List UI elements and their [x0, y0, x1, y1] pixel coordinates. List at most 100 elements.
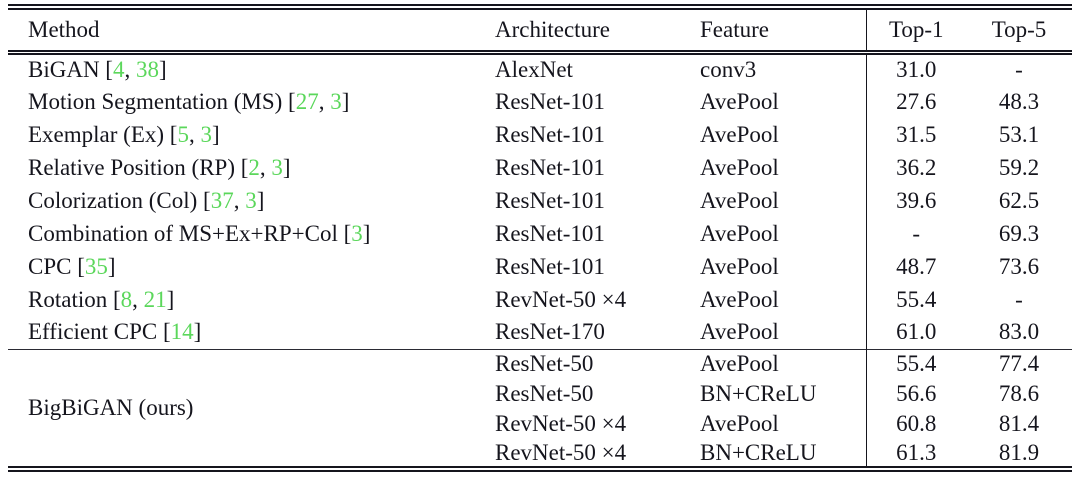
table-row: Motion Segmentation (MS) [27, 3] ResNet-…	[8, 85, 1072, 118]
table-row: BiGAN [4, 38] AlexNet conv3 31.0 -	[8, 52, 1072, 85]
table-row: RevNet-50 ×4 BN+CReLU 61.3 81.9	[8, 439, 1072, 469]
citation-link[interactable]: 27	[295, 88, 319, 114]
method-text: ]	[107, 253, 116, 279]
table-row: Colorization (Col) [37, 3] ResNet-101 Av…	[8, 184, 1072, 217]
feature-cell: AvePool	[700, 319, 779, 345]
feature-cell: AvePool	[700, 286, 779, 312]
top1-cell: 55.4	[865, 283, 966, 316]
top5-cell: 73.6	[998, 253, 1040, 279]
method-text: CPC [	[28, 253, 85, 279]
citation-link[interactable]: 37	[210, 187, 234, 213]
method-text: ,	[188, 121, 201, 147]
method-text: ,	[259, 154, 272, 180]
method-cell: Exemplar (Ex) [5, 3]	[8, 118, 495, 151]
table-row: Efficient CPC [14] ResNet-170 AvePool 61…	[8, 316, 1072, 349]
method-cell: Colorization (Col) [37, 3]	[8, 184, 495, 217]
top1-cell: 61.0	[865, 316, 966, 349]
top5-cell: 69.3	[998, 220, 1040, 246]
architecture-cell: ResNet-101	[495, 154, 605, 180]
method-text: ]	[362, 220, 371, 246]
method-text: Rotation [	[28, 286, 121, 312]
top1-cell: 61.3	[865, 439, 966, 469]
top1-cell: 56.6	[865, 379, 966, 409]
top1-cell: -	[865, 217, 966, 250]
architecture-cell: AlexNet	[495, 56, 573, 82]
citation-link[interactable]: 3	[330, 88, 342, 114]
citation-link[interactable]: 8	[120, 286, 133, 312]
architecture-cell: RevNet-50 ×4	[495, 286, 627, 312]
method-text: Colorization (Col) [	[28, 187, 211, 213]
method-text: ]	[256, 187, 265, 213]
method-text: ]	[211, 121, 220, 147]
table-row: Rotation [8, 21] RevNet-50 ×4 AvePool 55…	[8, 283, 1072, 316]
citation-link[interactable]: 4	[112, 56, 125, 82]
feature-cell: BN+CReLU	[700, 439, 817, 465]
method-text: ]	[282, 154, 291, 180]
header-row: Method Architecture Feature Top-1 Top-5	[8, 7, 1072, 55]
method-text: Efficient CPC [	[28, 319, 171, 345]
top1-cell: 31.5	[865, 118, 966, 151]
architecture-cell: ResNet-101	[495, 253, 605, 279]
top1-cell: 36.2	[865, 151, 966, 184]
top5-cell: -	[1015, 56, 1023, 82]
feature-cell: BN+CReLU	[700, 381, 817, 406]
top5-cell: 81.9	[998, 439, 1040, 465]
method-text: Motion Segmentation (MS) [	[28, 88, 296, 114]
method-text: Combination of MS+Ex+RP+Col [	[28, 220, 352, 246]
top5-cell: 81.4	[998, 411, 1040, 436]
feature-cell: AvePool	[700, 220, 779, 246]
column-header-feature: Feature	[700, 7, 866, 55]
architecture-cell: ResNet-170	[495, 319, 605, 345]
top5-cell: 77.4	[966, 348, 1072, 379]
feature-cell: AvePool	[700, 253, 779, 279]
method-cell: BiGAN [4, 38]	[8, 52, 495, 85]
citation-link[interactable]: 21	[143, 286, 167, 312]
method-cell: Motion Segmentation (MS) [27, 3]	[8, 85, 495, 118]
citation-link[interactable]: 14	[170, 319, 194, 345]
method-cell: Efficient CPC [14]	[8, 316, 495, 349]
citation-link[interactable]: 5	[177, 121, 189, 147]
table-row: Relative Position (RP) [2, 3] ResNet-101…	[8, 151, 1072, 184]
citation-link[interactable]: 35	[84, 253, 108, 279]
citation-link[interactable]: 2	[248, 154, 260, 180]
top1-cell: 55.4	[865, 348, 966, 379]
architecture-cell: ResNet-101	[495, 220, 605, 246]
citation-link[interactable]: 3	[245, 187, 257, 213]
method-text: ,	[318, 88, 331, 114]
architecture-cell: ResNet-50	[495, 348, 700, 379]
top1-cell: 48.7	[865, 250, 966, 283]
top5-cell: -	[1015, 286, 1023, 312]
top1-cell: 60.8	[865, 409, 966, 439]
top5-cell: 83.0	[998, 319, 1040, 345]
feature-cell: conv3	[700, 56, 757, 82]
top5-cell: 53.1	[998, 121, 1040, 147]
top5-cell: 48.3	[998, 88, 1040, 114]
method-text: ]	[341, 88, 350, 114]
method-text: ,	[132, 286, 144, 312]
citation-link[interactable]: 3	[200, 121, 212, 147]
top1-cell: 31.0	[865, 52, 966, 85]
citation-link[interactable]: 3	[271, 154, 283, 180]
table-row: ResNet-50 BN+CReLU 56.6 78.6	[8, 379, 1072, 409]
method-cell: Relative Position (RP) [2, 3]	[8, 151, 495, 184]
method-text: ]	[166, 286, 175, 312]
method-cell-bigbigan: BigBiGAN (ours)	[8, 348, 495, 469]
results-table: Method Architecture Feature Top-1 Top-5 …	[8, 4, 1072, 472]
feature-cell: AvePool	[700, 154, 779, 180]
feature-cell: AvePool	[700, 411, 779, 436]
method-cell: Rotation [8, 21]	[8, 283, 495, 316]
architecture-cell: ResNet-101	[495, 88, 605, 114]
table-row: CPC [35] ResNet-101 AvePool 48.7 73.6	[8, 250, 1072, 283]
column-header-method: Method	[8, 7, 495, 55]
column-header-top1: Top-1	[865, 7, 966, 55]
citation-link[interactable]: 38	[135, 56, 159, 82]
top1-cell: 27.6	[865, 85, 966, 118]
citation-link[interactable]: 3	[351, 220, 363, 246]
method-text: BiGAN [	[28, 56, 113, 82]
architecture-cell: ResNet-50	[495, 381, 594, 406]
architecture-cell: ResNet-101	[495, 121, 605, 147]
column-header-top5: Top-5	[966, 7, 1072, 55]
feature-cell: AvePool	[700, 121, 779, 147]
method-text: Exemplar (Ex) [	[28, 121, 178, 147]
